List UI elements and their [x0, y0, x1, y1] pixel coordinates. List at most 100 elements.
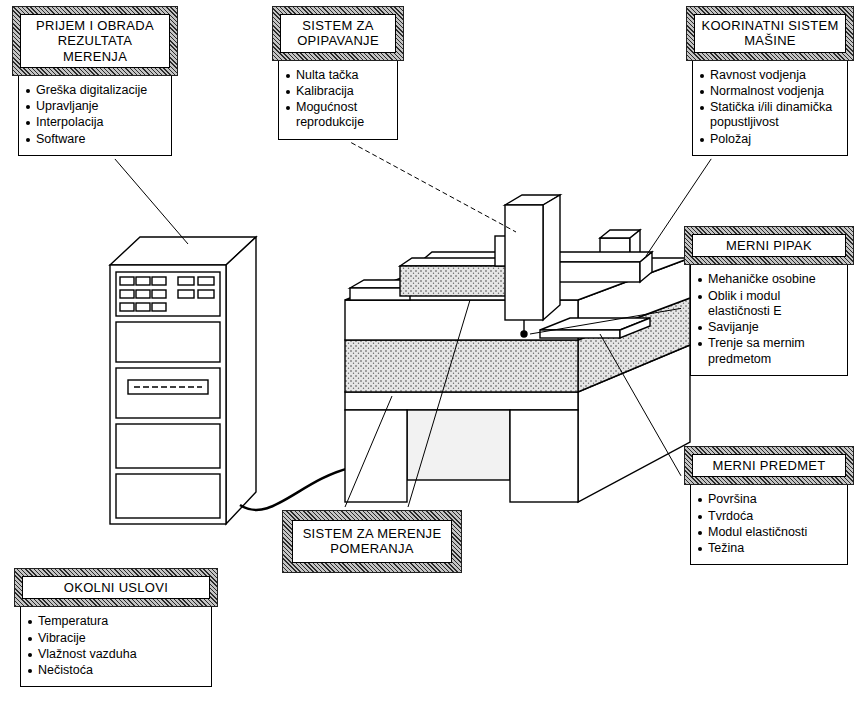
- computer-cabinet-part: [120, 277, 134, 285]
- bullet-text: Interpolacija: [36, 115, 103, 130]
- bullet-dot: [700, 90, 704, 94]
- callout-box: KOORINATNI SISTEM MAŠINE Ravnost vodjenja…: [686, 6, 854, 156]
- hatched-header-frame: PRIJEM I OBRADA REZULTATA MERENJA: [12, 6, 178, 76]
- bullet-dot: [286, 106, 290, 110]
- computer-cabinet-part: [152, 277, 166, 285]
- bullet-text: Ravnost vodjenja: [710, 68, 806, 83]
- header-panel: OKOLNI USLOVI: [22, 576, 210, 599]
- bullet-dot: [286, 74, 290, 78]
- computer-cabinet-part: [178, 290, 194, 298]
- bullet-item: Nulta tačka: [286, 68, 391, 83]
- leader-lines: [115, 143, 711, 507]
- bullet-dot: [698, 342, 702, 346]
- computer-cabinet-part: [198, 290, 214, 298]
- leader-line: [351, 143, 516, 232]
- header-panel: KOORINATNI SISTEM MAŠINE: [694, 14, 846, 53]
- bullet-dot: [698, 531, 702, 535]
- computer-cabinet-part: [128, 380, 208, 394]
- bullet-dot: [26, 89, 30, 93]
- bullet-text: Mogućnost reprodukcije: [296, 100, 391, 131]
- computer-cabinet-part: [198, 277, 214, 285]
- bullet-list-box: PovršinaTvrdoćaModul elastičnostiTežina: [690, 485, 848, 565]
- computer-cabinet-part: [226, 237, 256, 524]
- bullet-item: Temperatura: [28, 614, 205, 629]
- bullet-item: Software: [26, 132, 165, 147]
- coordinate-measuring-machine: [345, 195, 690, 502]
- coordinate-measuring-machine-part: [345, 410, 407, 502]
- bullet-dot: [700, 106, 704, 110]
- computer-cabinet-part: [116, 424, 220, 468]
- computer-cabinet-part: [116, 322, 220, 362]
- bullet-dot: [698, 278, 702, 282]
- header-panel: MERNI PIPAK: [692, 234, 846, 257]
- bullet-text: Savijanje: [708, 320, 759, 335]
- bullet-dot: [698, 515, 702, 519]
- computer-cabinet-part: [120, 290, 134, 298]
- hatched-header-frame: KOORINATNI SISTEM MAŠINE: [686, 6, 854, 61]
- bullet-item: Vibracije: [28, 631, 205, 646]
- coordinate-measuring-machine-part: [345, 340, 578, 392]
- computer-cabinet-part: [134, 386, 202, 387]
- coordinate-measuring-machine-part: [620, 318, 650, 338]
- bullet-dot: [26, 138, 30, 142]
- computer-cabinet-part: [136, 303, 150, 311]
- bullet-item: Interpolacija: [26, 115, 165, 130]
- bullet-item: Težina: [698, 541, 841, 556]
- bullet-item: Normalnost vodjenja: [700, 84, 841, 99]
- bullet-item: Mehaničke osobine: [698, 272, 841, 287]
- coordinate-measuring-machine-part: [523, 320, 524, 331]
- computer-cabinet-part: [116, 272, 220, 316]
- bullet-text: Tvrdoća: [708, 509, 753, 524]
- bullet-dot: [698, 295, 702, 299]
- hatched-header-frame: SISTEM ZA OPIPAVANJE: [272, 6, 404, 61]
- bullet-text: Težina: [708, 541, 744, 556]
- bullet-text: Vlažnost vazduha: [38, 647, 137, 662]
- bullet-text: Kalibracija: [296, 84, 354, 99]
- computer-cabinet-part: [136, 277, 150, 285]
- bullet-item: Kalibracija: [286, 84, 391, 99]
- bullet-list-box: Mehaničke osobineOblik i modul elastično…: [690, 265, 848, 376]
- hatched-header-frame: MERNI PREDMET: [684, 446, 854, 485]
- framed-label-box: SISTEM ZA MERENJE POMERANJA: [282, 510, 462, 573]
- computer-cabinet-part: [116, 474, 220, 518]
- coordinate-measuring-machine-part: [521, 331, 527, 337]
- leader-line: [530, 308, 681, 334]
- computer-cabinet-part: [240, 468, 350, 510]
- bullet-item: Oblik i modul elastičnosti E: [698, 289, 841, 320]
- computer-cabinet-part: [110, 265, 226, 524]
- box-heading: MERNI PIPAK: [726, 238, 812, 253]
- bullet-dot: [698, 326, 702, 330]
- leader-line: [408, 300, 470, 507]
- bullet-dot: [286, 90, 290, 94]
- bullet-text: Upravljanje: [36, 99, 99, 114]
- bullet-item: Savijanje: [698, 320, 841, 335]
- box-heading: SISTEM ZA OPIPAVANJE: [297, 18, 379, 48]
- bullet-list-box: TemperaturaVibracijeVlažnost vazduhaNeči…: [20, 607, 212, 687]
- header-panel: SISTEM ZA MERENJE POMERANJA: [292, 520, 452, 563]
- bullet-item: Ravnost vodjenja: [700, 68, 841, 83]
- bullet-dot: [28, 620, 32, 624]
- bullet-dot: [26, 105, 30, 109]
- bullet-text: Oblik i modul elastičnosti E: [708, 289, 841, 320]
- bullet-text: Nulta tačka: [296, 68, 359, 83]
- coordinate-measuring-machine-part: [407, 410, 510, 480]
- bullet-item: Vlažnost vazduha: [28, 647, 205, 662]
- bullet-list-box: Nulta tačkaKalibracijaMogućnost reproduk…: [278, 61, 398, 140]
- callout-box: MERNI PIPAK Mehaničke osobineOblik i modu…: [684, 226, 854, 376]
- computer-cabinet-part: [152, 303, 166, 311]
- computer-cabinet-part: [178, 277, 194, 285]
- computer-cabinet-part: [152, 290, 166, 298]
- bullet-text: Nečistoća: [38, 663, 93, 678]
- hatched-header-frame: OKOLNI USLOVI: [14, 568, 218, 607]
- bullet-item: Tvrdoća: [698, 509, 841, 524]
- computer-cabinet: [110, 237, 350, 524]
- box-heading: PRIJEM I OBRADA REZULTATA MERENJA: [36, 18, 154, 64]
- header-panel: PRIJEM I OBRADA REZULTATA MERENJA: [20, 14, 170, 68]
- bullet-item: Mogućnost reprodukcije: [286, 100, 391, 131]
- coordinate-measuring-machine-part: [345, 392, 578, 410]
- leader-line: [115, 159, 188, 244]
- bullet-item: Upravljanje: [26, 99, 165, 114]
- hatched-header-frame: MERNI PIPAK: [684, 226, 854, 265]
- box-heading: MERNI PREDMET: [713, 458, 826, 473]
